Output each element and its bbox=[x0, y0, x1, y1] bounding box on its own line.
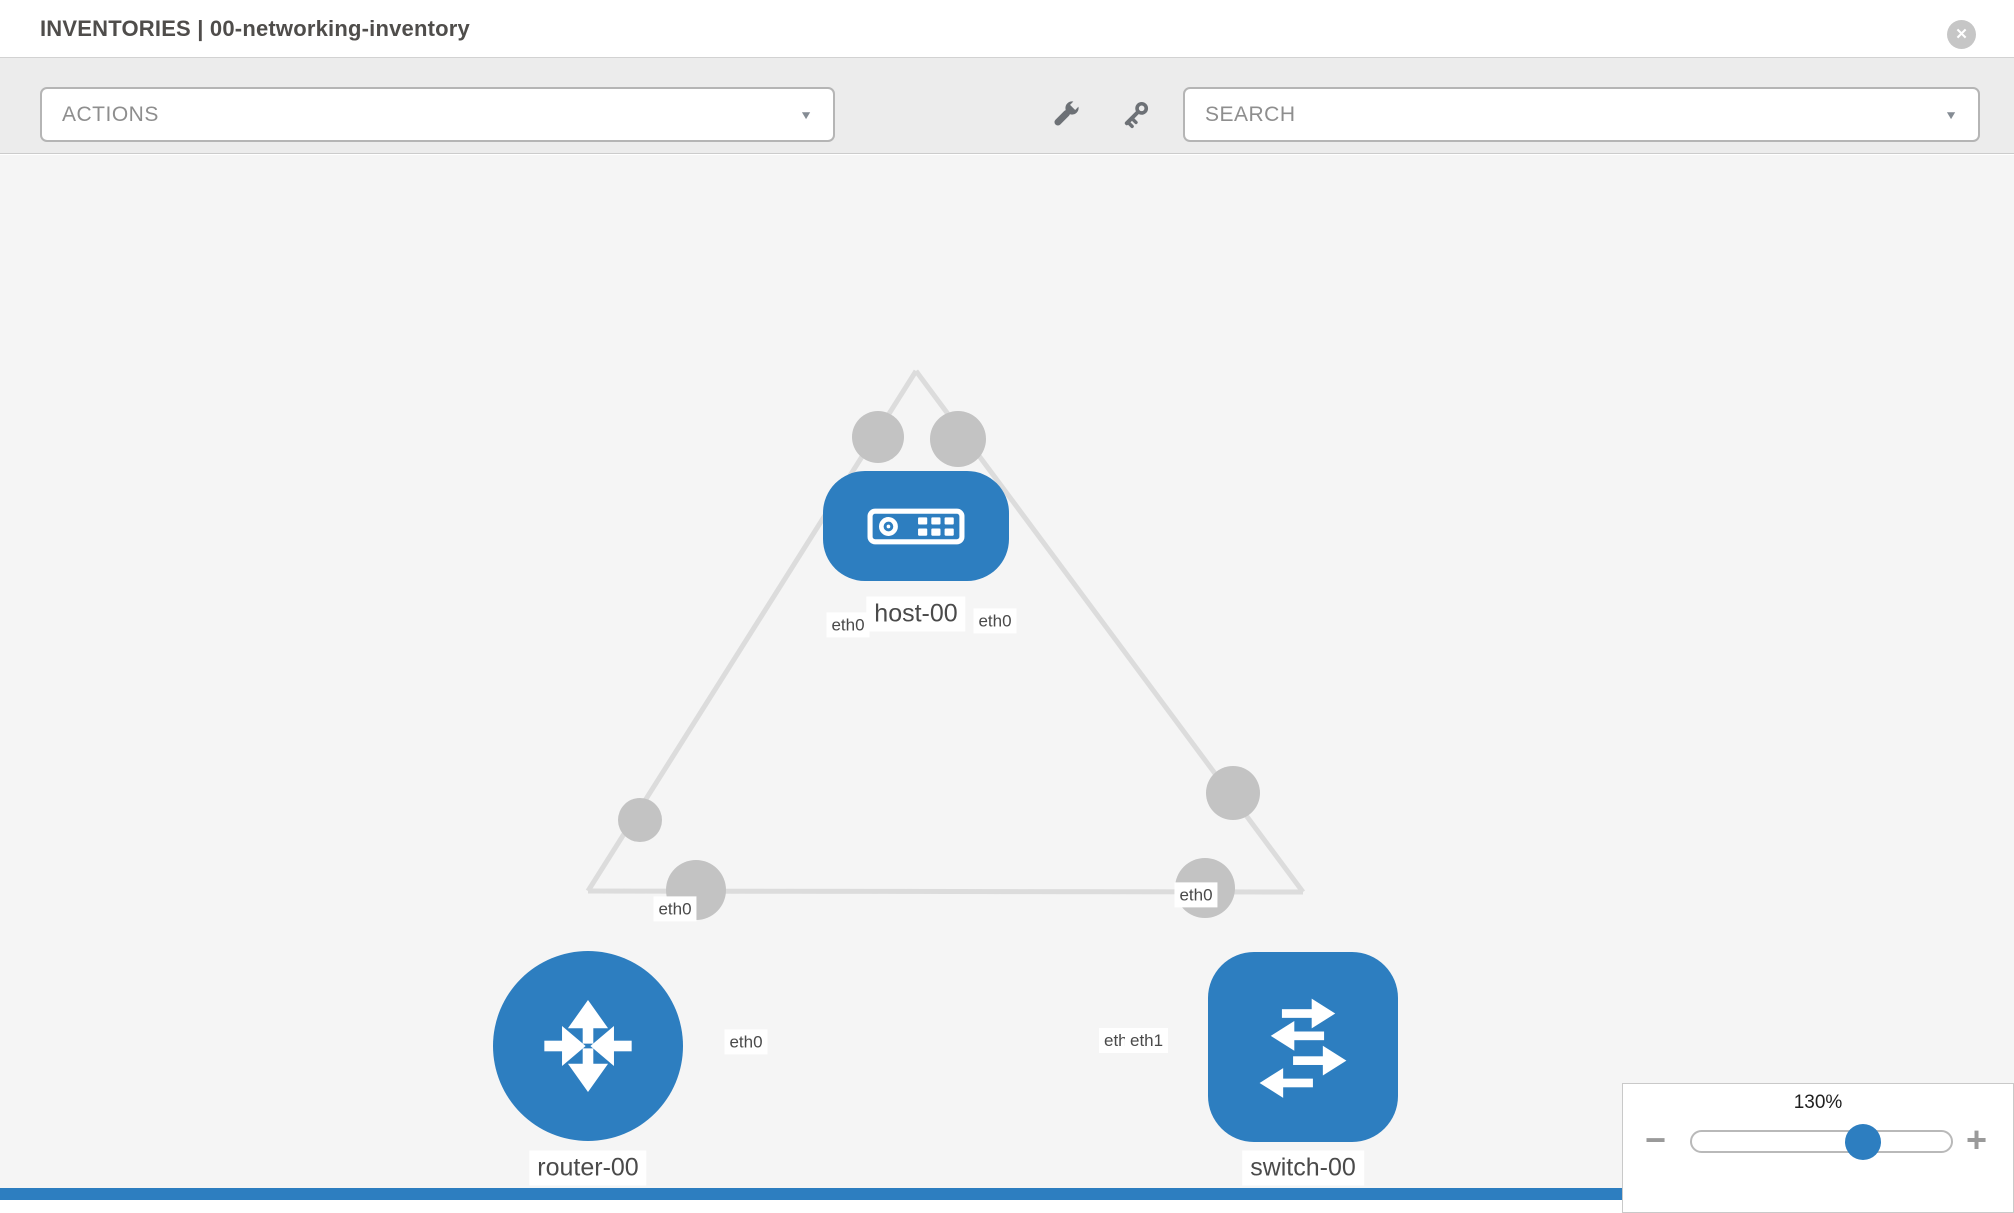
node-label-switch: switch-00 bbox=[1242, 1150, 1364, 1186]
topology-links-layer bbox=[585, 369, 1306, 920]
interface-label: eth1 bbox=[1125, 1028, 1169, 1054]
topology-canvas[interactable]: host-00 router-00 switch-00 eth0 eth0 et… bbox=[0, 155, 2014, 1200]
search-dropdown[interactable]: SEARCH ▼ bbox=[1183, 87, 1980, 142]
page-title: INVENTORIES | 00-networking-inventory bbox=[40, 15, 470, 41]
chevron-down-icon: ▼ bbox=[1944, 107, 1958, 122]
interface-label: eth0 bbox=[1174, 882, 1218, 908]
link-endpoint bbox=[618, 798, 662, 842]
chevron-down-icon: ▼ bbox=[799, 107, 813, 122]
zoom-slider-track[interactable] bbox=[1690, 1130, 1953, 1153]
credentials-button[interactable] bbox=[1116, 94, 1156, 134]
node-label-host: host-00 bbox=[866, 596, 966, 632]
minus-icon: − bbox=[1645, 1119, 1667, 1160]
close-button[interactable]: ✕ bbox=[1947, 20, 1976, 49]
host-icon bbox=[867, 508, 965, 544]
toolbar: ACTIONS ▼ SEARCH ▼ bbox=[0, 57, 2014, 154]
close-icon: ✕ bbox=[1955, 26, 1968, 43]
node-router[interactable] bbox=[493, 951, 683, 1141]
interface-label: eth0 bbox=[973, 608, 1017, 634]
actions-dropdown[interactable]: ACTIONS ▼ bbox=[40, 87, 835, 142]
zoom-in-button[interactable]: + bbox=[1966, 1122, 1987, 1158]
footer-strip bbox=[0, 1188, 2014, 1200]
plus-icon: + bbox=[1966, 1119, 1988, 1160]
key-icon bbox=[1124, 101, 1149, 129]
link-endpoint bbox=[930, 411, 986, 467]
link-endpoint bbox=[1206, 766, 1260, 820]
zoom-out-button[interactable]: − bbox=[1645, 1122, 1666, 1158]
node-switch[interactable] bbox=[1208, 952, 1398, 1142]
router-icon bbox=[544, 999, 632, 1093]
zoom-slider-thumb[interactable] bbox=[1845, 1124, 1881, 1160]
node-host[interactable] bbox=[823, 471, 1009, 581]
search-dropdown-label: SEARCH bbox=[1205, 102, 1296, 126]
zoom-value: 130% bbox=[1793, 1092, 1843, 1113]
interface-label: eth0 bbox=[826, 612, 870, 638]
wrench-icon bbox=[1054, 99, 1081, 126]
switch-icon bbox=[1259, 998, 1347, 1098]
actions-dropdown-label: ACTIONS bbox=[62, 102, 159, 126]
link-endpoint bbox=[852, 411, 904, 463]
interface-label: eth0 bbox=[724, 1029, 768, 1055]
interface-label-stack: eth0 eth1 bbox=[1099, 1028, 1179, 1054]
node-label-router: router-00 bbox=[529, 1150, 647, 1186]
configure-button[interactable] bbox=[1046, 94, 1086, 134]
interface-label: eth0 bbox=[653, 896, 697, 922]
header-bar: INVENTORIES | 00-networking-inventory ✕ bbox=[0, 0, 2014, 57]
